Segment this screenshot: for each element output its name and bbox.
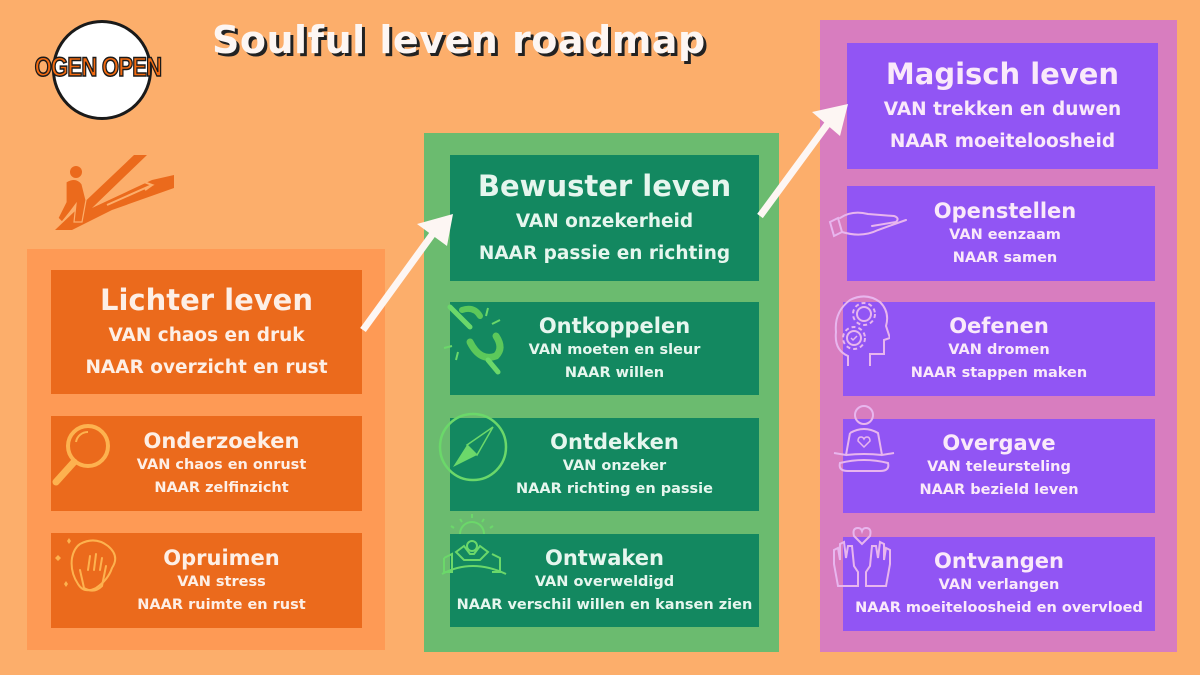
step-title: Ontwaken bbox=[544, 545, 664, 570]
step-to: NAAR moeiteloosheid en overvloed bbox=[855, 600, 1143, 616]
step-from: VAN onzeker bbox=[562, 457, 667, 474]
step-to: NAAR willen bbox=[564, 364, 665, 381]
step-title: Overgave bbox=[942, 431, 1056, 455]
stage-to: NAAR moeiteloosheid bbox=[889, 131, 1116, 152]
stage-to: NAAR overzicht en rust bbox=[85, 357, 328, 378]
awakening-icon bbox=[441, 514, 507, 575]
stage-from: VAN trekken en duwen bbox=[883, 99, 1122, 120]
stage-card-lichter-leven: Lichter leven VAN chaos en druk NAAR ove… bbox=[51, 270, 362, 394]
logo-circle bbox=[52, 20, 152, 120]
meditation-icon bbox=[833, 405, 895, 472]
open-hand-icon bbox=[828, 211, 907, 238]
step-from: VAN eenzaam bbox=[949, 226, 1061, 243]
step-title: Ontkoppelen bbox=[538, 313, 691, 338]
stage-card-magisch-leven: Magisch leven VAN trekken en duwen NAAR … bbox=[847, 43, 1158, 169]
stage-title: Lichter leven bbox=[99, 283, 313, 317]
step-from: VAN verlangen bbox=[938, 577, 1060, 593]
step-from: VAN overweldigd bbox=[534, 573, 675, 590]
step-from: VAN stress bbox=[177, 573, 266, 590]
stage-title: Magisch leven bbox=[885, 57, 1120, 91]
step-card-ontvangen: Ontvangen VAN verlangen NAAR moeiteloosh… bbox=[843, 537, 1155, 631]
step-title: Ontvangen bbox=[934, 549, 1064, 573]
stage-card-bewuster-leven: Bewuster leven VAN onzekerheid NAAR pass… bbox=[450, 155, 759, 281]
hands-heart-icon bbox=[833, 526, 891, 587]
broken-chain-icon bbox=[443, 304, 504, 375]
stage-from: VAN onzekerheid bbox=[515, 211, 694, 232]
arrow-to-bewuster-leven bbox=[360, 214, 453, 333]
step-from: VAN teleursteling bbox=[927, 459, 1071, 475]
compass-icon bbox=[438, 412, 508, 482]
stage-from: VAN chaos en druk bbox=[108, 325, 305, 346]
step-from: VAN dromen bbox=[948, 342, 1050, 358]
step-card-overgave: Overgave VAN teleursteling NAAR bezield … bbox=[843, 419, 1155, 513]
step-from: VAN chaos en onrust bbox=[136, 456, 307, 473]
step-to: NAAR stappen maken bbox=[910, 365, 1088, 381]
step-title: Ontdekken bbox=[550, 429, 679, 454]
step-to: NAAR zelfinzicht bbox=[154, 479, 289, 496]
step-to: NAAR richting en passie bbox=[516, 480, 713, 497]
magnifier-icon bbox=[52, 424, 110, 486]
step-to: NAAR ruimte en rust bbox=[137, 596, 306, 613]
page-title: Soulful leven roadmap bbox=[212, 18, 706, 62]
step-to: NAAR samen bbox=[952, 249, 1058, 266]
step-card-ontwaken: Ontwaken VAN overweldigd NAAR verschil w… bbox=[450, 534, 759, 627]
step-from: VAN moeten en sleur bbox=[528, 341, 701, 358]
logo-text: OGEN OPEN bbox=[34, 51, 163, 83]
stage-to: NAAR passie en richting bbox=[478, 243, 731, 264]
cleaning-hand-icon bbox=[55, 538, 117, 592]
step-title: Onderzoeken bbox=[143, 428, 300, 453]
head-gears-icon bbox=[834, 295, 890, 366]
step-to: NAAR verschil willen en kansen zien bbox=[456, 596, 753, 613]
step-title: Openstellen bbox=[933, 198, 1077, 223]
hiker-path-icon bbox=[55, 155, 174, 230]
step-title: Oefenen bbox=[949, 314, 1049, 338]
step-card-openstellen: Openstellen VAN eenzaam NAAR samen bbox=[847, 186, 1155, 281]
step-card-oefenen: Oefenen VAN dromen NAAR stappen maken bbox=[843, 302, 1155, 396]
arrow-to-magisch-leven bbox=[757, 104, 848, 219]
step-title: Opruimen bbox=[163, 545, 280, 570]
stage-title: Bewuster leven bbox=[477, 169, 732, 203]
step-to: NAAR bezield leven bbox=[919, 482, 1079, 498]
